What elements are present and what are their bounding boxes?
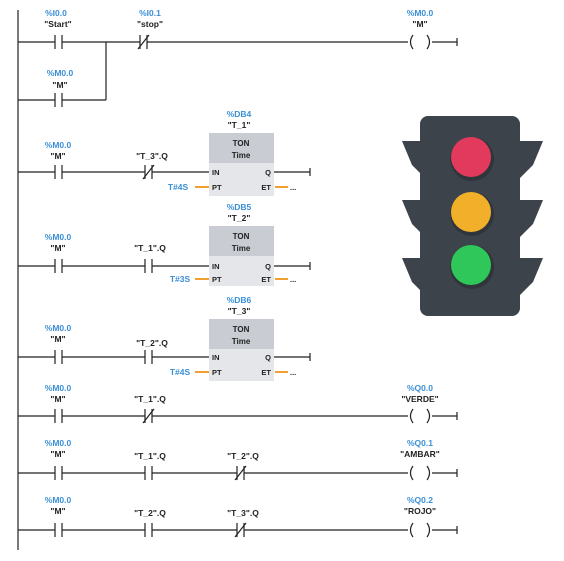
coil — [409, 465, 414, 481]
timer-header — [209, 133, 274, 163]
timer-subtitle: Time — [232, 151, 251, 160]
contact-label: "T_1".Q — [134, 243, 166, 253]
rung-2: %M0.0 "M" "T_3".Q %DB4 "T_1" TON Time IN… — [18, 109, 311, 196]
contact-address: %M0.0 — [45, 383, 72, 393]
contact-address: %M0.0 — [45, 232, 72, 242]
pin-in: IN — [212, 168, 220, 177]
contact-label: "T_2".Q — [136, 338, 168, 348]
coil-label: "ROJO" — [404, 506, 436, 516]
preset-time: T#3S — [170, 274, 191, 284]
et-output: ... — [290, 275, 296, 284]
timer-instance-name: "T_2" — [228, 213, 251, 223]
preset-time: T#4S — [170, 367, 191, 377]
rung-1: %I0.0 "Start" %I0.1 "stop" %M0.0 "M" %M0… — [18, 8, 458, 107]
contact-address: %M0.0 — [45, 140, 72, 150]
et-output: ... — [290, 183, 296, 192]
et-output: ... — [290, 368, 296, 377]
contact-label: "M" — [50, 151, 65, 161]
timer-db-address: %DB6 — [227, 295, 252, 305]
timer-db-address: %DB4 — [227, 109, 252, 119]
contact-label: "Start" — [44, 19, 71, 29]
pin-in: IN — [212, 262, 220, 271]
timer-instance-name: "T_3" — [228, 306, 251, 316]
contact-address: %I0.0 — [45, 8, 67, 18]
rung-7: %M0.0 "M" "T_2".Q "T_3".Q %Q0.2 "ROJO" — [18, 495, 458, 538]
coil — [409, 522, 414, 538]
timer-type: TON — [233, 139, 250, 148]
contact-label: "T_3".Q — [227, 508, 259, 518]
pin-pt: PT — [212, 183, 222, 192]
contact-label: "M" — [50, 334, 65, 344]
contact-address: %I0.1 — [139, 8, 161, 18]
timer-body — [209, 349, 274, 381]
preset-time: T#4S — [168, 182, 189, 192]
timer-type: TON — [233, 232, 250, 241]
rung-5: %M0.0 "M" "T_1".Q %Q0.0 "VERDE" — [18, 383, 458, 424]
red-lamp — [451, 137, 491, 177]
contact-label: "M" — [50, 449, 65, 459]
coil-label: "M" — [412, 19, 427, 29]
pin-in: IN — [212, 353, 220, 362]
pin-et: ET — [261, 183, 271, 192]
pin-et: ET — [261, 368, 271, 377]
timer-header — [209, 226, 274, 256]
contact-address: %M0.0 — [47, 68, 74, 78]
coil-label: "VERDE" — [401, 394, 438, 404]
rung-3: %M0.0 "M" "T_1".Q %DB5 "T_2" TON Time IN… — [18, 202, 311, 286]
timer-db-address: %DB5 — [227, 202, 252, 212]
contact-address: %M0.0 — [45, 495, 72, 505]
timer-instance-name: "T_1" — [228, 120, 251, 130]
contact-label: "T_1".Q — [134, 394, 166, 404]
timer-type: TON — [233, 325, 250, 334]
timer-body — [209, 163, 274, 196]
contact-label: "M" — [50, 506, 65, 516]
contact-label: "M" — [50, 394, 65, 404]
pin-et: ET — [261, 275, 271, 284]
rung-6: %M0.0 "M" "T_1".Q "T_2".Q %Q0.1 "AMBAR" — [18, 438, 458, 481]
coil — [409, 408, 414, 424]
contact-label: "T_2".Q — [134, 508, 166, 518]
coil-address: %Q0.1 — [407, 438, 433, 448]
contact-label: "stop" — [137, 19, 163, 29]
contact-label: "T_2".Q — [227, 451, 259, 461]
yellow-lamp — [451, 192, 491, 232]
timer-subtitle: Time — [232, 337, 251, 346]
contact-label: "T_3".Q — [136, 151, 168, 161]
contact-address: %M0.0 — [45, 438, 72, 448]
coil — [409, 34, 414, 50]
pin-q: Q — [265, 168, 271, 177]
green-lamp — [451, 245, 491, 285]
coil-address: %Q0.2 — [407, 495, 433, 505]
contact-label: "M" — [52, 80, 67, 90]
timer-body — [209, 256, 274, 286]
timer-header — [209, 319, 274, 349]
contact-label: "M" — [50, 243, 65, 253]
pin-pt: PT — [212, 275, 222, 284]
pin-pt: PT — [212, 368, 222, 377]
rung-4: %M0.0 "M" "T_2".Q %DB6 "T_3" TON Time IN… — [18, 295, 311, 381]
contact-address: %M0.0 — [45, 323, 72, 333]
coil-address: %Q0.0 — [407, 383, 433, 393]
timer-subtitle: Time — [232, 244, 251, 253]
traffic-light-icon — [402, 116, 543, 316]
pin-q: Q — [265, 262, 271, 271]
coil-label: "AMBAR" — [400, 449, 440, 459]
coil-address: %M0.0 — [407, 8, 434, 18]
contact-label: "T_1".Q — [134, 451, 166, 461]
pin-q: Q — [265, 353, 271, 362]
